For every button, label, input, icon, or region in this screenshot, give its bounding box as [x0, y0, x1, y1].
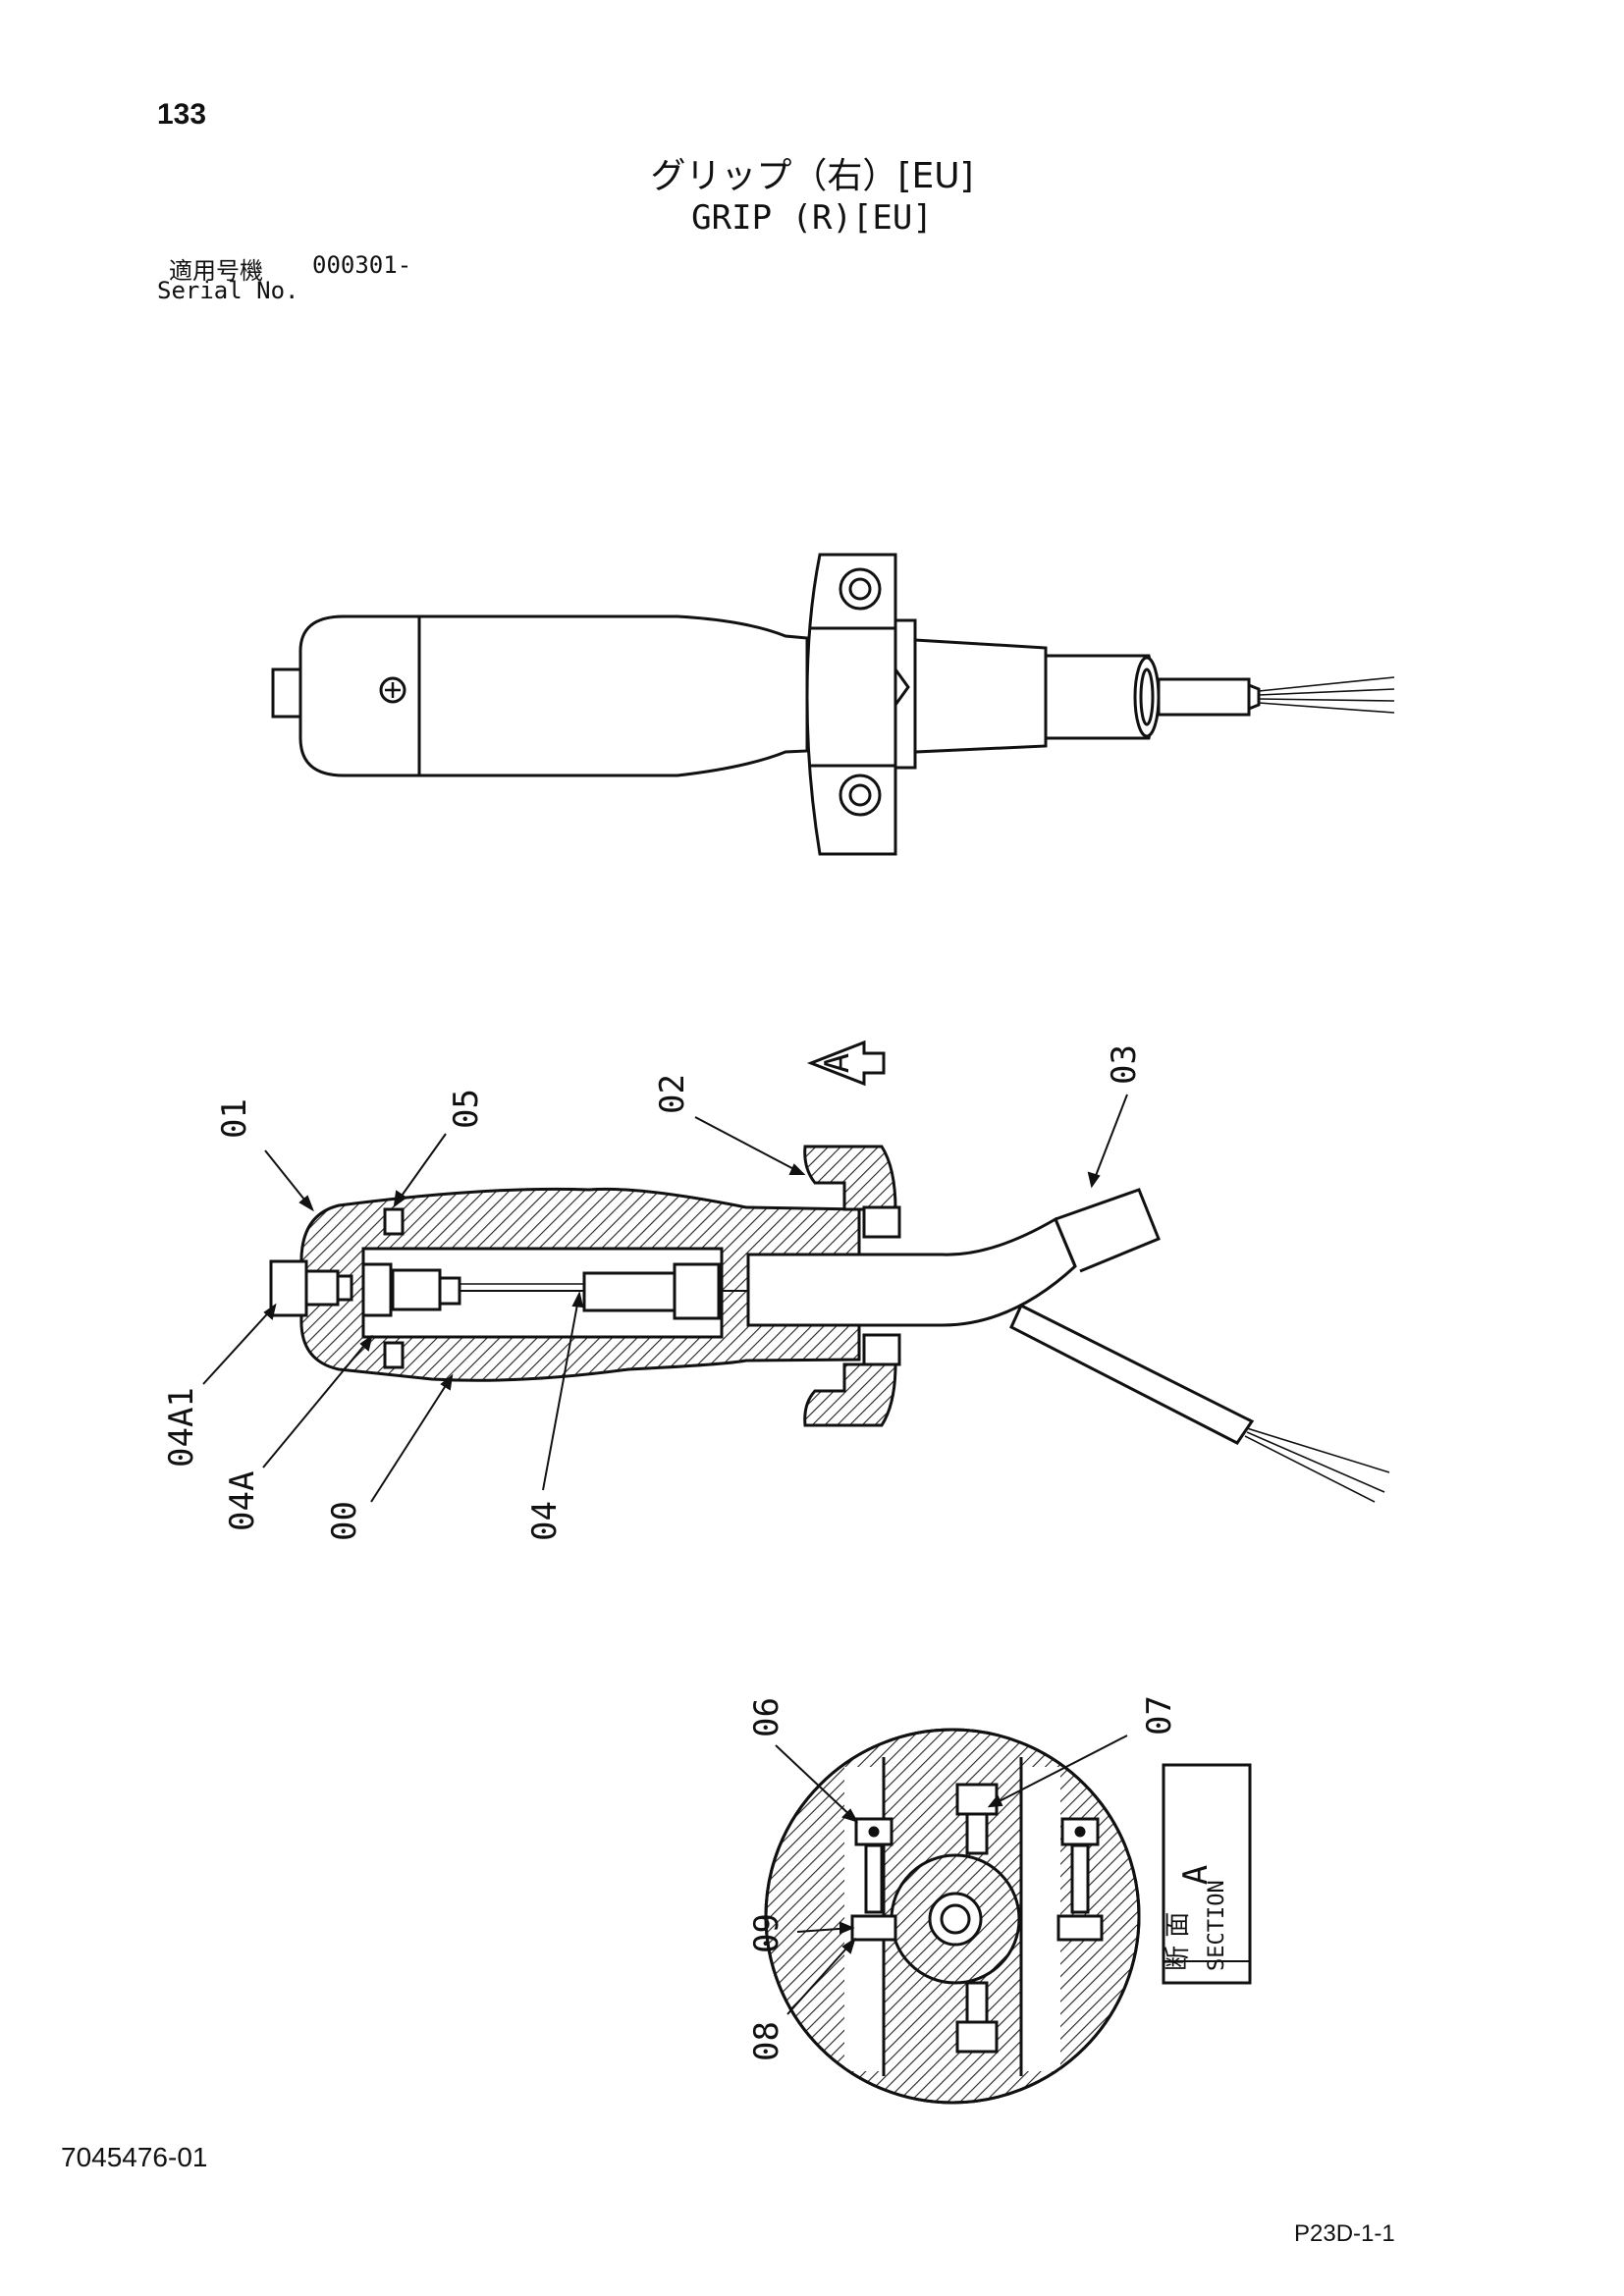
- section-label-english: SECTION: [1205, 1880, 1229, 1971]
- callout-02: 02: [653, 1074, 692, 1114]
- nut-bottom: [955, 2020, 999, 2054]
- switch-end-block: [673, 1262, 721, 1320]
- grip-exterior-view: [271, 553, 1395, 856]
- clamp-nut-bottom: [862, 1333, 901, 1366]
- switch-body: [391, 1268, 442, 1311]
- callout-00: 00: [325, 1501, 364, 1541]
- section-cable-wires: [1244, 1427, 1390, 1503]
- clamp-spacer: [893, 618, 917, 770]
- grip-end-cap: [298, 614, 421, 777]
- title-japanese: グリップ（右）[EU]: [650, 156, 974, 196]
- leader-lines: [202, 1094, 1128, 1503]
- grip-clamp: [805, 553, 897, 856]
- bent-tube: [746, 1216, 1077, 1327]
- page-number: 133: [157, 98, 207, 131]
- title-english: GRIP (R)[EU]: [691, 198, 933, 238]
- insert-05-top: [383, 1207, 405, 1236]
- clamp-wedge: [893, 668, 910, 706]
- callout-04A: 04A: [223, 1471, 262, 1531]
- end-pin-collar: [304, 1269, 340, 1307]
- serial-label-japanese: 適用号機: [169, 257, 263, 285]
- view-marker-letter: A: [818, 1053, 857, 1073]
- callout-06: 06: [747, 1697, 786, 1737]
- section-label-japanese: 断 面: [1164, 1912, 1193, 1971]
- tube-sleeve-03: [1055, 1188, 1161, 1273]
- callout-01: 01: [215, 1098, 254, 1139]
- view-arrow-A: A: [806, 1040, 886, 1087]
- section-cable: [1009, 1303, 1255, 1445]
- callout-05: 05: [447, 1089, 486, 1129]
- switch-plunger: [361, 1262, 393, 1317]
- section-letter: A: [1176, 1865, 1216, 1885]
- cable: [1157, 677, 1251, 717]
- callout-07: 07: [1140, 1695, 1179, 1735]
- switch-connector: [582, 1271, 677, 1312]
- section-a-view: [764, 1728, 1141, 2105]
- grip-shaft: [913, 638, 1048, 754]
- page-reference: P23D-1-1: [1294, 2220, 1395, 2247]
- grip-body: [417, 614, 809, 777]
- section-label-box: A 断 面 SECTION: [1162, 1763, 1252, 1985]
- clamp-section-bottom: [803, 1362, 897, 1427]
- callout-08: 08: [747, 2021, 786, 2061]
- clamp-nut-top: [862, 1205, 901, 1239]
- serial-number-value: 000301-: [312, 251, 412, 279]
- insert-05-bottom: [383, 1341, 405, 1369]
- bolt-right: [1056, 1817, 1104, 1942]
- callout-09: 09: [747, 1913, 786, 1953]
- cable-wires: [1258, 676, 1395, 714]
- callout-04: 04: [525, 1501, 565, 1541]
- callout-labels: 01 05 02 03 04A1 04A 00 04 06 07 09 08: [162, 1044, 1179, 2061]
- serial-label-english: Serial No.: [157, 277, 299, 304]
- bolt-left: [850, 1817, 897, 1942]
- clamp-bolt-top-icon: [839, 567, 882, 611]
- grip-end-button: [271, 667, 304, 719]
- callout-04A1: 04A1: [162, 1387, 201, 1468]
- grip-section-view: [269, 1145, 1390, 1503]
- callout-03: 03: [1105, 1044, 1144, 1085]
- clamp-bolt-bottom-icon: [839, 774, 882, 817]
- clamp-section-top: [803, 1145, 897, 1211]
- section-a-leaders: [775, 1735, 1128, 2015]
- end-pin: [269, 1259, 308, 1317]
- document-number: 7045476-01: [61, 2142, 208, 2172]
- nut-top: [955, 1783, 999, 1816]
- grip-screw-icon: [379, 676, 406, 704]
